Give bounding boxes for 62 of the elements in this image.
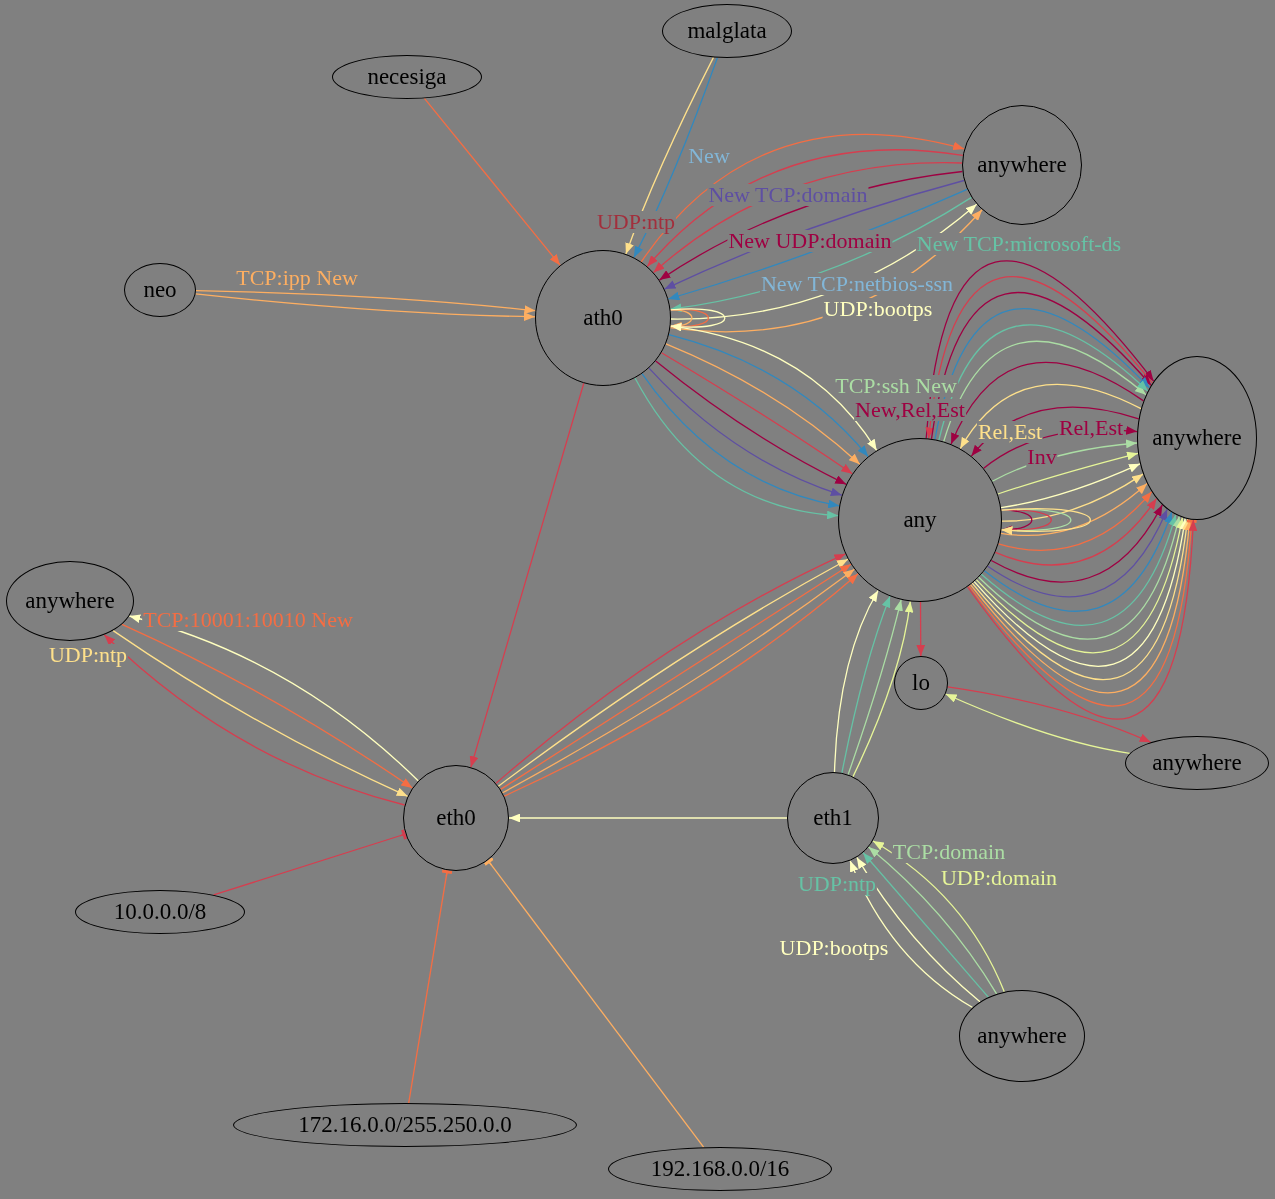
arrow [660, 352, 853, 475]
arrow [640, 133, 965, 263]
node-label: neo [143, 278, 177, 302]
arrow [997, 451, 1139, 495]
node-label: eth1 [813, 806, 853, 830]
arrow [943, 340, 1147, 443]
arrow [983, 511, 1173, 612]
arrow [841, 595, 891, 774]
arrow [833, 589, 879, 773]
node-label: 10.0.0.0/8 [113, 900, 207, 924]
arrow [852, 600, 914, 778]
arrow [1000, 482, 1148, 537]
arrow [916, 601, 926, 657]
edge-label: UDP:ntp [47, 644, 129, 666]
node-label: anywhere [977, 1024, 1067, 1048]
arrow [947, 686, 1152, 743]
edge-label: Rel,Est [976, 421, 1044, 443]
edge-label: New TCP:microsoft-ds [915, 233, 1123, 255]
node-label: lo [912, 671, 930, 695]
edge-label: New UDP:domain [727, 230, 893, 252]
node-label: anywhere [1152, 426, 1242, 450]
node-label: anywhere [977, 153, 1067, 177]
arrow [194, 293, 536, 321]
node-label: 172.16.0.0/255.250.0.0 [298, 1113, 512, 1137]
node-label: anywhere [25, 589, 115, 613]
arrow [987, 508, 1168, 598]
edge-label: New TCP:netbios-ssn [759, 273, 955, 295]
arrow [990, 504, 1163, 583]
arrow [1000, 463, 1141, 509]
arrow [669, 308, 726, 332]
arrow [669, 325, 878, 452]
node-label: necesiga [367, 65, 447, 89]
edge-label: UDP:ntp [595, 211, 677, 233]
arrow [646, 149, 964, 268]
arrow [668, 334, 869, 458]
arrow [944, 693, 1131, 754]
edge-label: New,Rel,Est [854, 399, 966, 421]
arrow [959, 383, 1142, 450]
arrow [856, 856, 981, 1003]
node-label: malglata [687, 19, 767, 43]
arrow [950, 361, 1145, 445]
arrow [994, 497, 1158, 566]
arrow [423, 97, 561, 266]
arrow [508, 813, 788, 823]
arrow [1001, 473, 1144, 522]
node-label: 192.168.0.0/16 [650, 1157, 790, 1181]
edge-label: UDP:bootps [822, 298, 934, 320]
edge-label: TCP:ssh New [834, 375, 958, 397]
arrow [997, 491, 1153, 552]
node-label: ath0 [583, 306, 623, 330]
arrow [648, 367, 843, 496]
node-label: any [903, 508, 937, 532]
arrow [655, 360, 847, 485]
arrow [1000, 508, 1091, 535]
arrow [469, 382, 585, 768]
edge-label: UDP:ntp [796, 873, 878, 895]
arrow [195, 290, 537, 314]
arrow [862, 852, 989, 998]
arrow [665, 343, 861, 465]
arrow [847, 599, 903, 776]
node-label: anywhere [1152, 751, 1242, 775]
node-label: eth0 [436, 806, 476, 830]
